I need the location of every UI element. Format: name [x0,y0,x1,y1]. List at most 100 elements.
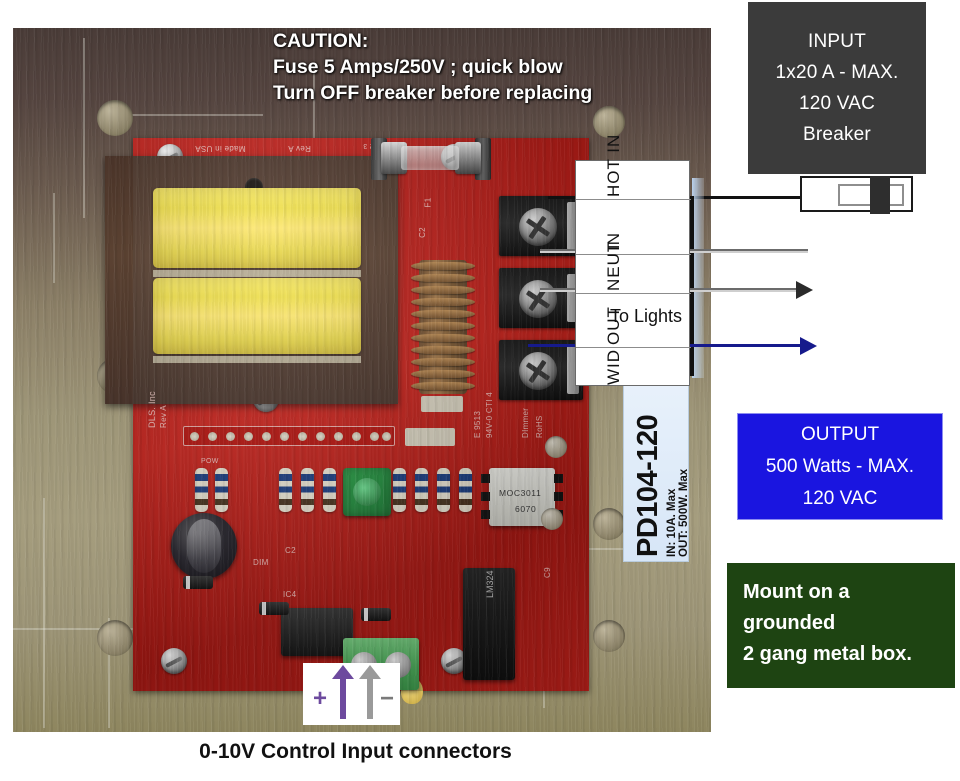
diode [183,576,213,589]
plate-scratch [83,38,85,218]
output-rating: OUT: 500W. Max [678,468,690,557]
silk-dls: DLS. Inc [147,391,157,428]
breaker-switch-symbol [800,176,913,214]
plate-mount-hole [593,620,625,652]
silk-c2b: C2 [285,546,296,555]
terminal-block-neutral[interactable] [499,268,583,328]
transformer-winding-top [153,188,361,268]
optocoupler-moc3011: MOC3011 6070 [481,468,563,526]
input-title: INPUT [808,31,866,52]
electrolytic-capacitor [171,513,237,579]
resistor [415,468,428,512]
mount-line-1: Mount on a [743,581,850,603]
terminal-screw[interactable] [519,280,557,318]
model-number: PD104-120 [632,414,664,557]
plate-scratch [543,458,545,708]
minus-arrow-stem [367,677,373,719]
optocoupler-date-code: 6070 [515,504,537,514]
plus-arrow-stem [340,677,346,719]
pcb-screw [253,386,279,412]
plate-mount-hole [97,100,133,136]
silk-dimmer: DImmer [521,407,530,438]
smd-pad [405,428,455,446]
resistor [301,468,314,512]
caution-breaker-instruction: Turn OFF breaker before replacing [273,82,593,104]
resistor [279,468,292,512]
silk-cap-c2: C2 [417,227,427,238]
pcb-via-hole [541,508,563,530]
breaker-toggle [870,176,890,214]
terminal-block-out[interactable] [499,340,583,400]
plate-scratch [53,193,55,283]
transformer-core [105,156,398,404]
caution-title: CAUTION: [273,30,369,52]
toroid-inductor [411,260,475,394]
plate-mount-hole [97,620,133,656]
input-breaker-label: Breaker [803,124,871,145]
silk-pow: POW [201,458,219,465]
silk-ic4: IC4 [283,590,297,599]
output-title: OUTPUT [800,423,880,445]
legend-right-rule [690,196,694,376]
fuse-clip [475,138,491,180]
input-amps: 1x20 A - MAX. [775,62,899,83]
triac-heatsink-part [281,608,353,656]
terminal-screw[interactable] [519,208,557,246]
terminal-screw[interactable] [519,352,557,390]
bottom-caption: 0-10V Control Input connectors [199,740,512,763]
silk-rohs: RoHS [535,415,544,438]
diode [361,608,391,621]
transformer-hole [245,178,263,196]
resistor [323,468,336,512]
resistor [437,468,450,512]
pcb-screw [157,144,183,170]
legend-edge-highlight [692,178,704,378]
pcb-via-hole [545,436,567,458]
terminal-block-hot-in[interactable] [499,196,583,256]
transformer-band [153,270,361,277]
polarity-plus-label: + [313,685,328,712]
ceramic-capacitor [401,678,423,704]
silk-ul-rating: 94V-0 CTI 4 [485,392,494,438]
fuse-glass-body [401,146,459,170]
trimmer-potentiometer[interactable] [343,468,391,516]
opamp-part-number: LM324 [485,570,495,598]
plate-scratch [43,498,45,728]
silk-dim: DIM [253,558,269,567]
input-spec-box: INPUT 1x20 A - MAX. 120 VAC Breaker [748,2,926,174]
arrow-to-lights-neutral [800,337,817,355]
opamp-lm324: LM324 [463,568,515,680]
resistor [459,468,472,512]
arrow-to-lights-hot [796,281,813,299]
optocoupler-part-number: MOC3011 [499,488,542,498]
pcb-screw [441,144,467,170]
resistor [371,468,384,512]
input-rating: IN: 10A. Max [666,488,678,557]
transformer-winding-bottom [153,278,361,354]
diode [259,602,289,615]
silk-rev: Rev A [288,144,311,153]
plus-arrow-head [332,665,354,679]
output-voltage: 120 VAC [802,487,878,509]
silk-fuse-ref: F1 [423,197,433,208]
product-model-label: PD104-120 IN: 10A. Max OUT: 500W. Max [623,380,690,562]
plate-scratch [108,618,110,728]
silk-jp-numbers: 1 2 3 [363,142,381,149]
dimmer-pcb: Made in USA Rev A 1 2 3 JP2 F1 C2 [105,138,589,704]
legend-label-neut: NEUT [604,240,623,291]
mounting-instruction-box: Mount on a grounded 2 gang metal box. [727,563,955,688]
caution-note: CAUTION: Fuse 5 Amps/250V ; quick blow T… [273,28,673,106]
polarity-minus-label: − [380,685,395,712]
silk-made-in-usa: Made in USA [195,144,246,153]
output-spec-box: OUTPUT 500 Watts - MAX. 120 VAC [737,413,943,520]
mount-line-3: 2 gang metal box. [743,643,912,665]
legend-label-hot-in: HOT IN [604,133,623,197]
resistor [393,468,406,512]
mount-line-2: grounded [743,612,836,634]
transformer-band [153,356,361,363]
silk-cap-c9: C9 [543,567,552,578]
plate-mount-hole [97,358,133,394]
terminal-legend-box: HOT IN IN NEUT OUT WID [575,134,691,386]
resistor [195,468,208,512]
